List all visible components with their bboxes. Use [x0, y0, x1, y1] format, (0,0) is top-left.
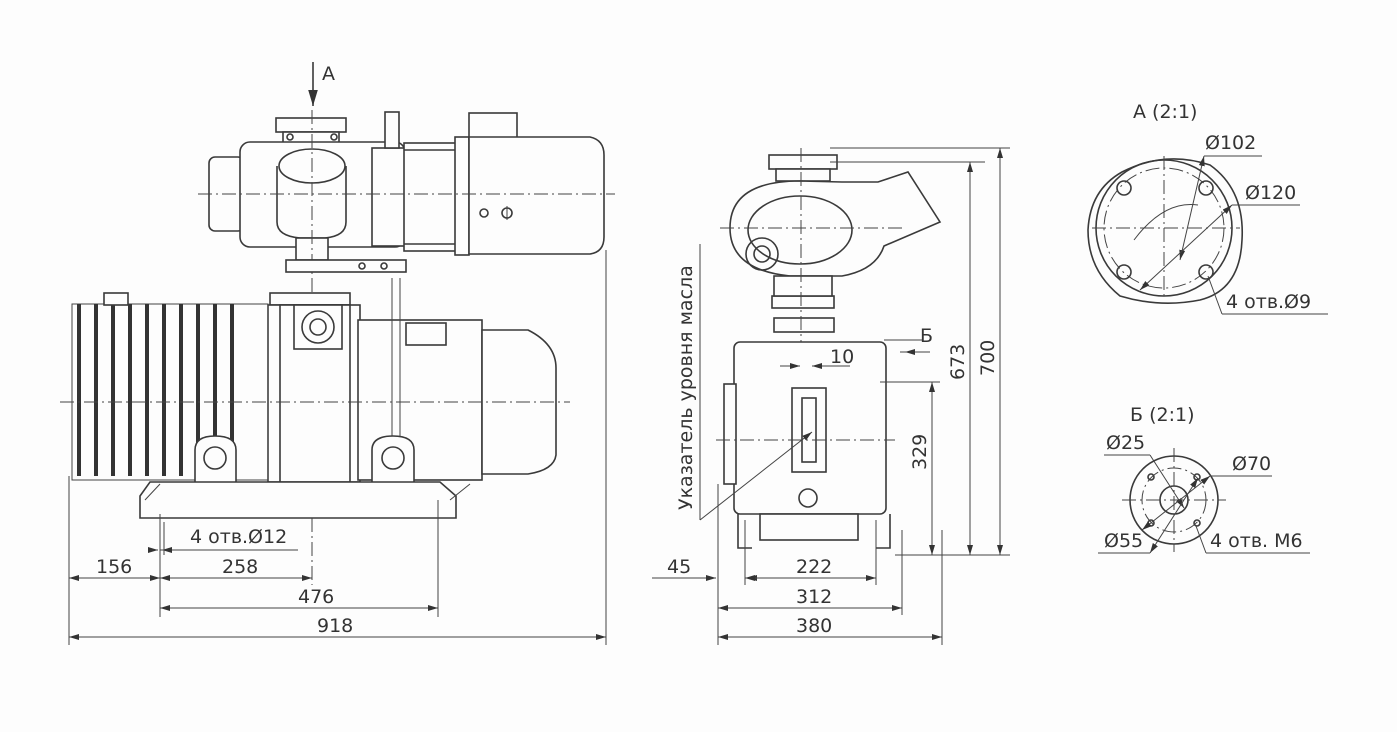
detail-b-d25: Ø25	[1106, 432, 1145, 454]
dim-10: 10	[830, 346, 854, 368]
detail-b-d55: Ø55	[1104, 530, 1143, 552]
detail-b: Б (2:1) Ø25 Ø70 Ø55 4 отв. М6	[1098, 404, 1310, 554]
detail-a-holes-note: 4 отв.Ø9	[1226, 291, 1311, 313]
front-view: А	[60, 62, 615, 645]
dim-700: 700	[977, 340, 999, 376]
booster-pump	[198, 110, 615, 585]
detail-a: А (2:1) Ø102 Ø120 4 отв.Ø9	[1087, 101, 1328, 315]
dim-312: 312	[796, 586, 832, 608]
base-frame	[139, 435, 471, 519]
cooling-fins	[60, 292, 570, 481]
dim-258: 258	[222, 556, 258, 578]
side-dimensions: 10 673 700 329 45 222 312 380	[652, 147, 1010, 645]
dim-329: 329	[909, 434, 931, 470]
front-view-arrow-label: А	[322, 63, 335, 85]
detail-a-d120: Ø120	[1245, 182, 1296, 204]
detail-b-title: Б (2:1)	[1130, 404, 1194, 426]
dim-45: 45	[667, 556, 691, 578]
dim-918: 918	[317, 615, 353, 637]
dim-222: 222	[796, 556, 832, 578]
side-view: Указатель уровня масла Б 10 673 700 329	[652, 147, 1010, 645]
side-pump-body	[716, 339, 922, 549]
side-booster	[720, 148, 942, 520]
oil-level-indicator-label: Указатель уровня масла	[675, 265, 697, 510]
detail-b-holes-note: 4 отв. М6	[1210, 530, 1303, 552]
front-holes-note: 4 отв.Ø12	[190, 526, 287, 548]
dim-380: 380	[796, 615, 832, 637]
dim-673: 673	[947, 344, 969, 380]
side-view-arrow-label: Б	[920, 325, 933, 347]
detail-b-d70: Ø70	[1232, 453, 1271, 475]
detail-a-title: А (2:1)	[1133, 101, 1197, 123]
dim-476: 476	[298, 586, 334, 608]
detail-a-d102: Ø102	[1205, 132, 1256, 154]
dim-156: 156	[96, 556, 132, 578]
front-dimensions: 4 отв.Ø12 156 258 476 918	[68, 250, 607, 645]
